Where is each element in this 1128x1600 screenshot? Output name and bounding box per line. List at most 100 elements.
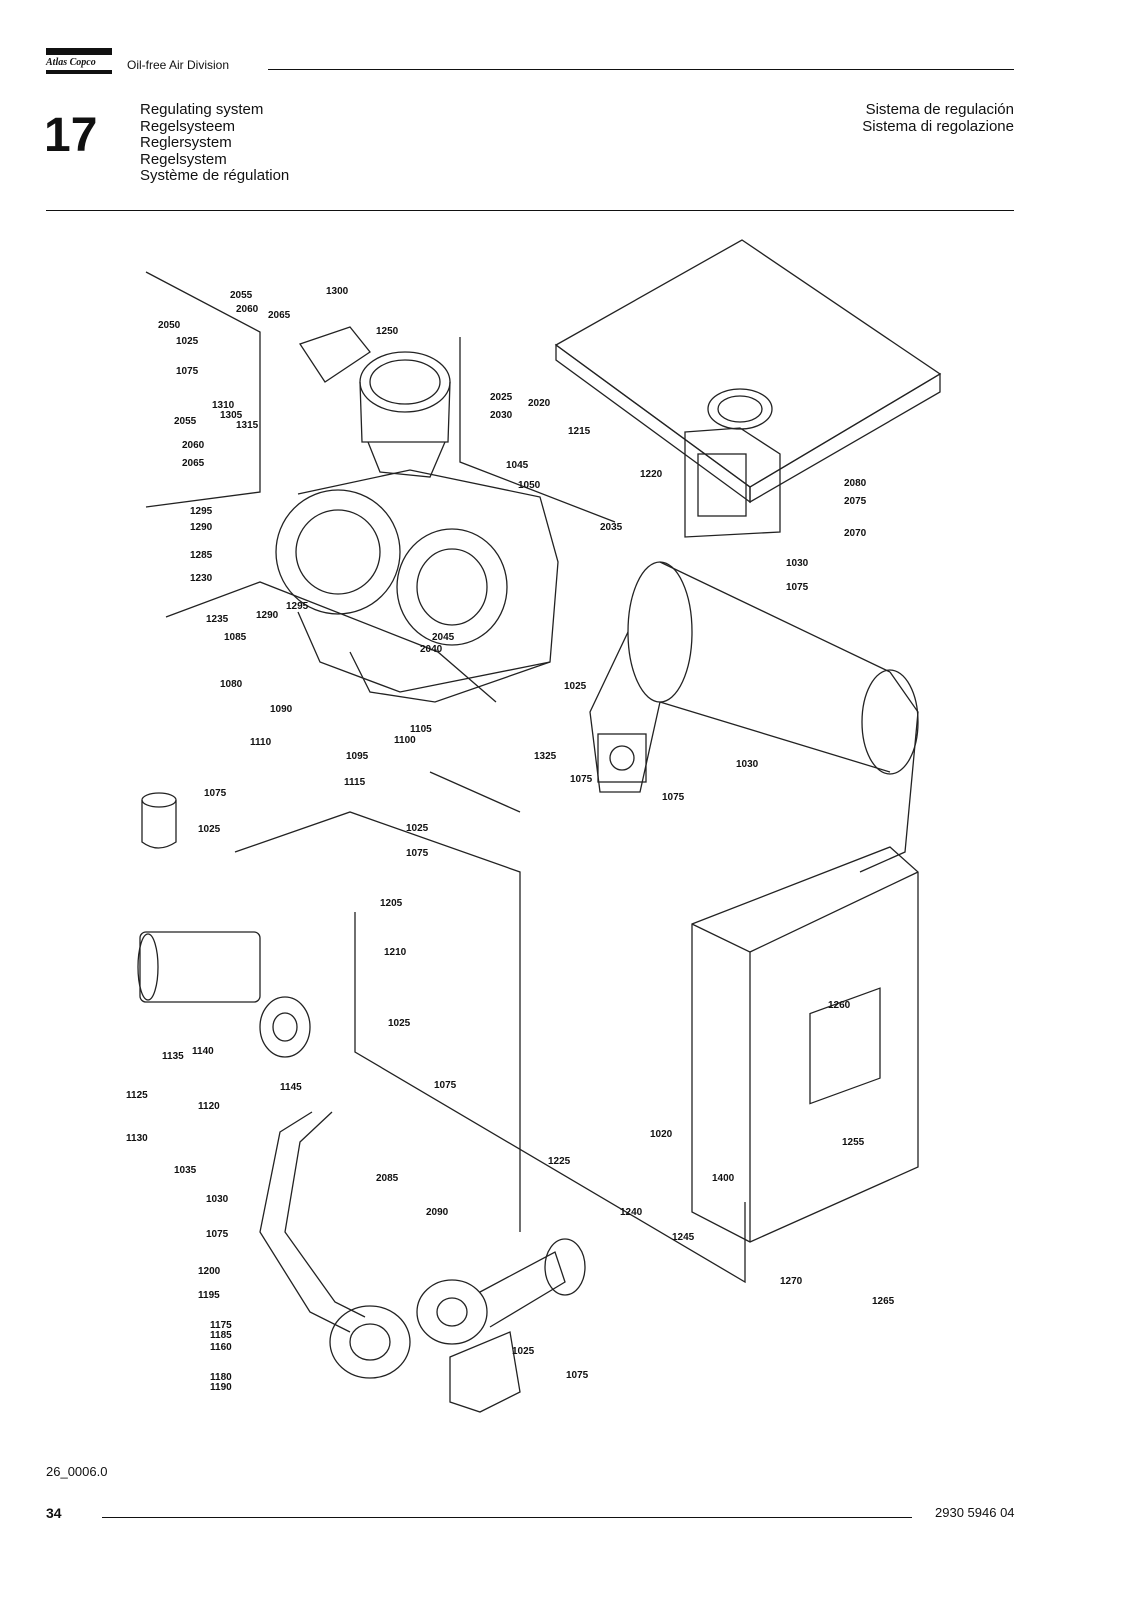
drawing-reference: 26_0006.0: [46, 1464, 108, 1479]
part-label-1030: 1030: [206, 1194, 229, 1205]
part-label-1230: 1230: [190, 573, 213, 584]
part-label-1045: 1045: [506, 460, 529, 471]
part-label-1120: 1120: [198, 1101, 220, 1112]
part-label-1075: 1075: [206, 1229, 229, 1240]
part-label-1075: 1075: [570, 774, 593, 785]
part-label-1115: 1115: [344, 777, 366, 788]
part-label-1295: 1295: [286, 601, 309, 612]
part-label-1310: 1310: [212, 400, 235, 411]
part-label-1205: 1205: [380, 898, 403, 909]
part-label-1220: 1220: [640, 469, 663, 480]
part-label-1210: 1210: [384, 947, 407, 958]
part-label-2050: 2050: [158, 320, 181, 331]
part-label-1215: 1215: [568, 426, 591, 437]
part-label-1125: 1125: [126, 1090, 148, 1101]
part-label-2080: 2080: [844, 478, 867, 489]
part-label-1135: 1135: [162, 1051, 184, 1062]
part-label-1200: 1200: [198, 1266, 221, 1277]
title-dutch: Regelsysteem: [140, 117, 236, 135]
part-label-1080: 1080: [220, 679, 243, 690]
part-label-1025: 1025: [198, 824, 221, 835]
part-label-1085: 1085: [224, 632, 247, 643]
part-label-2020: 2020: [528, 398, 551, 409]
part-label-1075: 1075: [204, 788, 227, 799]
part-label-2055: 2055: [230, 290, 253, 301]
part-label-2055: 2055: [174, 416, 197, 427]
part-label-2090: 2090: [426, 1207, 449, 1218]
part-label-1245: 1245: [672, 1232, 695, 1243]
part-label-1025: 1025: [406, 823, 429, 834]
part-label-2040: 2040: [420, 644, 443, 655]
part-label-1270: 1270: [780, 1276, 803, 1287]
title-french: Système de régulation: [140, 167, 290, 184]
part-label-1075: 1075: [566, 1370, 589, 1381]
part-label-1235: 1235: [206, 614, 229, 625]
part-label-1075: 1075: [406, 848, 429, 859]
part-label-2060: 2060: [182, 440, 205, 451]
part-label-2035: 2035: [600, 522, 623, 533]
exploded-parts-diagram: 2055 2060 2065 1300 2050 1250 1025 1075 13101305…: [126, 239, 942, 1413]
title-english: Regulating system: [140, 101, 264, 118]
part-label-1300: 1300: [326, 286, 349, 297]
part-label-1020: 1020: [650, 1129, 673, 1140]
part-label-2060: 2060: [236, 304, 259, 315]
part-label-1285: 1285: [190, 550, 213, 561]
part-label-1025: 1025: [564, 681, 587, 692]
part-label-1130: 1130: [126, 1133, 148, 1144]
part-label-2065: 2065: [182, 458, 205, 469]
title-spanish: Sistema de regulación: [865, 101, 1014, 118]
part-label-1105: 1105: [410, 724, 432, 735]
page-number: 34: [46, 1505, 62, 1521]
part-label-1190: 1190: [210, 1382, 232, 1393]
part-label-1140: 1140: [192, 1046, 214, 1057]
part-label-2070: 2070: [844, 528, 867, 539]
part-number-labels: 2055 2060 2065 1300 2050 1250 1025 1075 13101305…: [126, 286, 895, 1393]
part-label-1030: 1030: [786, 558, 809, 569]
document-number: 2930 5946 04: [935, 1505, 1015, 1520]
brand-name: Atlas Copco: [46, 57, 96, 68]
division-name: Oil-free Air Division: [127, 58, 230, 72]
part-label-2075: 2075: [844, 496, 867, 507]
part-label-1295: 1295: [190, 506, 213, 517]
part-label-1025: 1025: [388, 1018, 411, 1029]
titles-left: Regulating system Regelsysteem Reglersys…: [140, 101, 290, 185]
part-label-1090: 1090: [270, 704, 293, 715]
part-label-1100: 1100: [394, 735, 416, 746]
part-label-1095: 1095: [346, 751, 369, 762]
part-label-1180: 1180: [210, 1372, 232, 1383]
title-swedish: Regelsystem: [140, 150, 227, 168]
part-label-2045: 2045: [432, 632, 455, 643]
part-label-1260: 1260: [828, 1000, 851, 1011]
header-rule: [268, 69, 1014, 70]
part-label-1030: 1030: [736, 759, 759, 770]
title-german: Reglersystem: [140, 134, 232, 151]
part-label-1195: 1195: [198, 1290, 220, 1301]
part-label-1075: 1075: [786, 582, 809, 593]
part-label-1145: 1145: [280, 1082, 302, 1093]
title-rule: [46, 210, 1014, 211]
part-label-1025: 1025: [176, 336, 199, 347]
part-label-1325: 1325: [534, 751, 557, 762]
part-label-1075: 1075: [434, 1080, 457, 1091]
title-italian: Sistema di regolazione: [862, 117, 1014, 135]
part-label-1160: 1160: [210, 1342, 232, 1353]
part-label-1315: 1315: [236, 420, 259, 431]
part-label-1035: 1035: [174, 1165, 197, 1176]
part-label-1400: 1400: [712, 1173, 735, 1184]
chapter-number: 17: [44, 109, 98, 162]
part-label-1075: 1075: [662, 792, 685, 803]
part-label-1225: 1225: [548, 1156, 571, 1167]
part-label-1110: 1110: [250, 737, 272, 748]
footer-rule: [102, 1517, 912, 1518]
part-label-2085: 2085: [376, 1173, 399, 1184]
part-label-1240: 1240: [620, 1207, 643, 1218]
part-label-2025: 2025: [490, 392, 513, 403]
part-label-1305: 1305: [220, 410, 243, 421]
part-label-1255: 1255: [842, 1137, 865, 1148]
part-label-1185: 1185: [210, 1330, 232, 1341]
part-label-1075: 1075: [176, 366, 199, 377]
part-label-1250: 1250: [376, 326, 399, 337]
atlas-copco-logo: Atlas Copco: [46, 48, 112, 76]
part-label-1175: 1175: [210, 1320, 232, 1331]
part-label-1290: 1290: [256, 610, 279, 621]
